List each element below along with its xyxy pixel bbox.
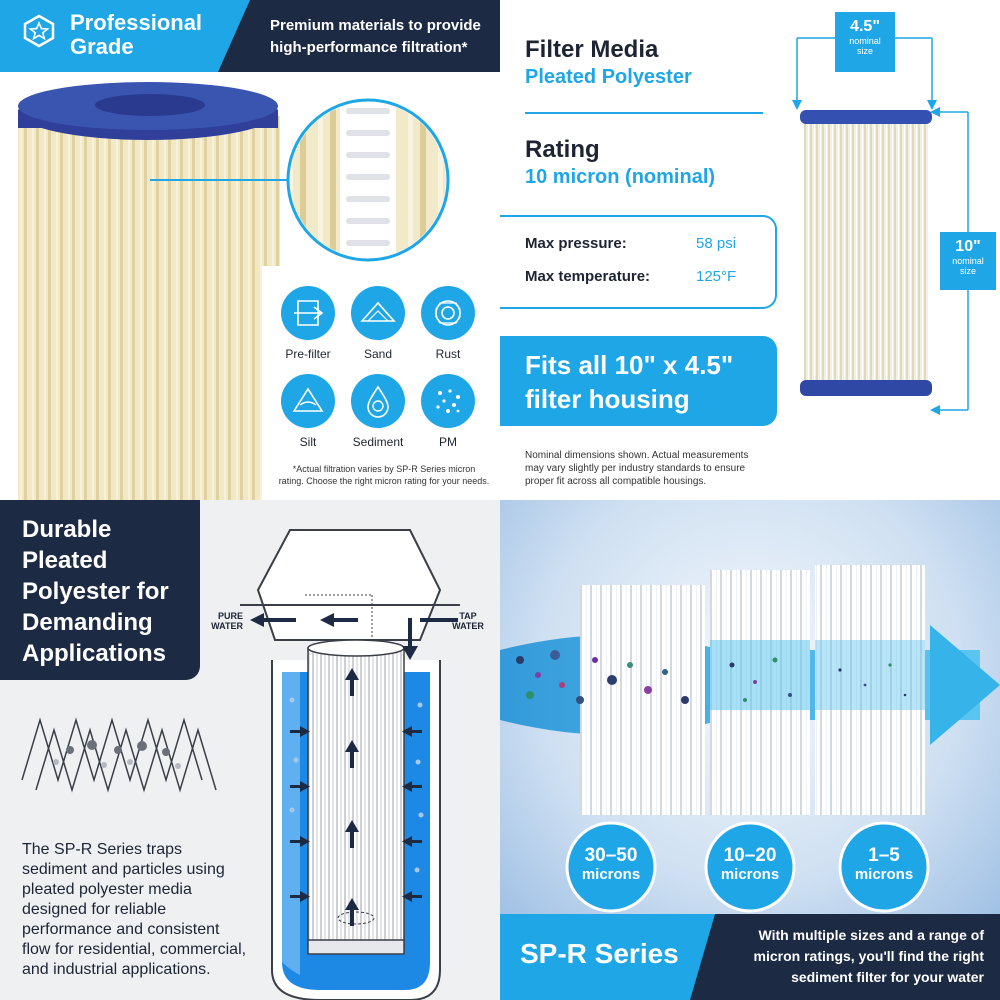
media-value: Pleated Polyester: [525, 66, 692, 88]
tagline-line2: high-performance filtration*: [270, 39, 468, 56]
description-line: and industrial applications.: [22, 961, 211, 978]
contaminant-item: [350, 285, 406, 341]
tagline-line1: Premium materials to provide: [270, 17, 481, 34]
pure-water-line1: PURE: [217, 611, 243, 621]
spec-value: 58 psi: [696, 235, 737, 252]
spec-box: Max pressure: 58 psi Max temperature: 12…: [500, 215, 777, 309]
micron-unit: microns: [854, 866, 914, 883]
description-line: performance and consistent: [22, 921, 220, 938]
contaminant-item: [420, 285, 476, 341]
contaminant-item: [420, 373, 476, 429]
description-line: designed for reliable: [22, 901, 167, 918]
divider: [525, 112, 763, 114]
header-banner: [0, 0, 500, 72]
spec-label: Max temperature:: [525, 268, 651, 285]
contaminant-label: Sand: [363, 347, 393, 361]
footnote-line2: rating. Choose the right micron rating f…: [278, 476, 490, 486]
dimension-note-line3: proper fit across all compatible housing…: [525, 476, 707, 487]
width-value: 4.5": [850, 18, 880, 35]
micron-value: 10–20: [723, 845, 777, 866]
title-line: Applications: [22, 640, 167, 667]
pure-water-label: PURE WATER: [203, 611, 243, 631]
tagline-line1: With multiple sizes and a range of: [758, 927, 984, 943]
dimension-note-line2: may vary slightly per industry standards…: [525, 463, 746, 474]
micron-value: 1–5: [868, 845, 900, 866]
media-title: Filter Media: [525, 36, 659, 63]
micron-unit: microns: [581, 866, 641, 883]
description-line: pleated polyester media: [22, 881, 192, 898]
contaminant-item: [350, 373, 406, 429]
contaminant-item: [280, 373, 336, 429]
micron-value: 30–50: [584, 845, 638, 866]
rust-icon: [421, 286, 475, 340]
badge-title-line1: Professional: [70, 10, 203, 35]
dimension-note-line1: Nominal dimensions shown. Actual measure…: [525, 450, 749, 461]
filtration-footnote: *Actual filtration varies by SP-R Series…: [270, 463, 498, 487]
panel-specifications: Filter Media Pleated Polyester Rating 10…: [500, 0, 1000, 500]
micron-badge: 10–20 microns: [706, 845, 794, 883]
height-sub2: size: [959, 266, 976, 276]
panel-housing-diagram: Durable Pleated Polyester for Demanding …: [0, 500, 500, 1000]
tap-water-line2: WATER: [452, 621, 484, 631]
rating-title: Rating: [525, 136, 600, 163]
tagline-line3: sediment filter for your water: [791, 969, 984, 985]
prefilter-icon: [281, 286, 335, 340]
micron-badge: 1–5 microns: [840, 845, 928, 883]
tagline-line2: micron ratings, you'll find the right: [753, 948, 984, 964]
title-line: Polyester for: [22, 578, 169, 605]
fits-housing-callout: Fits all 10" x 4.5" filter housing: [500, 336, 777, 426]
pm-icon: [421, 374, 475, 428]
micron-badge: 30–50 microns: [567, 845, 655, 883]
panel-micron-ratings: 30–50 microns 10–20 microns 1–5 microns …: [500, 500, 1000, 1000]
contaminant-label: Silt: [299, 435, 317, 449]
description-line: sediment and particles using: [22, 861, 225, 878]
title-line: Pleated: [22, 547, 108, 574]
height-value: 10": [955, 238, 981, 255]
spec-label: Max pressure:: [525, 235, 627, 252]
series-tagline: With multiple sizes and a range of micro…: [710, 925, 984, 988]
contaminant-label: Rust: [435, 347, 461, 361]
footnote-line1: *Actual filtration varies by SP-R Series…: [292, 464, 476, 474]
series-description: The SP-R Series traps sediment and parti…: [22, 840, 282, 980]
filter-cartridge-illustration: [18, 82, 500, 500]
tap-water-label: TAP WATER: [446, 611, 490, 631]
micron-unit: microns: [720, 866, 780, 883]
multi-stage-illustration: [500, 500, 1000, 1000]
series-title: SP-R Series: [520, 938, 679, 969]
sand-icon: [351, 286, 405, 340]
badge-title-line2: Grade: [70, 34, 134, 59]
description-line: The SP-R Series traps: [22, 841, 183, 858]
height-sub1: nominal: [952, 256, 984, 266]
width-label: 4.5" nominal size: [835, 18, 895, 56]
title-line: Durable: [22, 516, 112, 543]
contaminant-label: Pre-filter: [285, 347, 331, 361]
dimension-note: Nominal dimensions shown. Actual measure…: [525, 449, 785, 488]
housing-flow-diagram: [21, 529, 460, 1000]
silt-icon: [281, 374, 335, 428]
tap-water-line1: TAP: [459, 611, 477, 621]
height-label: 10" nominal size: [940, 238, 996, 276]
contaminant-label: PM: [439, 435, 457, 449]
star-icon: [23, 14, 55, 48]
sediment-icon: [351, 374, 405, 428]
rating-value: 10 micron (nominal): [525, 166, 716, 188]
fits-line1: Fits all 10" x 4.5": [525, 350, 734, 380]
spec-value: 125°F: [696, 268, 737, 285]
title-line: Demanding: [22, 609, 153, 636]
pure-water-line2: WATER: [211, 621, 243, 631]
description-line: flow for residential, commercial,: [22, 941, 247, 958]
contaminant-item: [280, 285, 336, 341]
fits-line2: filter housing: [525, 384, 690, 414]
width-sub2: size: [856, 46, 873, 56]
durable-title-block: Durable Pleated Polyester for Demanding …: [0, 500, 200, 680]
contaminant-label: Sediment: [352, 435, 404, 449]
dimension-diagram: [792, 12, 996, 415]
width-sub1: nominal: [849, 36, 881, 46]
panel-professional-grade: Professional Grade Premium materials to …: [0, 0, 500, 500]
